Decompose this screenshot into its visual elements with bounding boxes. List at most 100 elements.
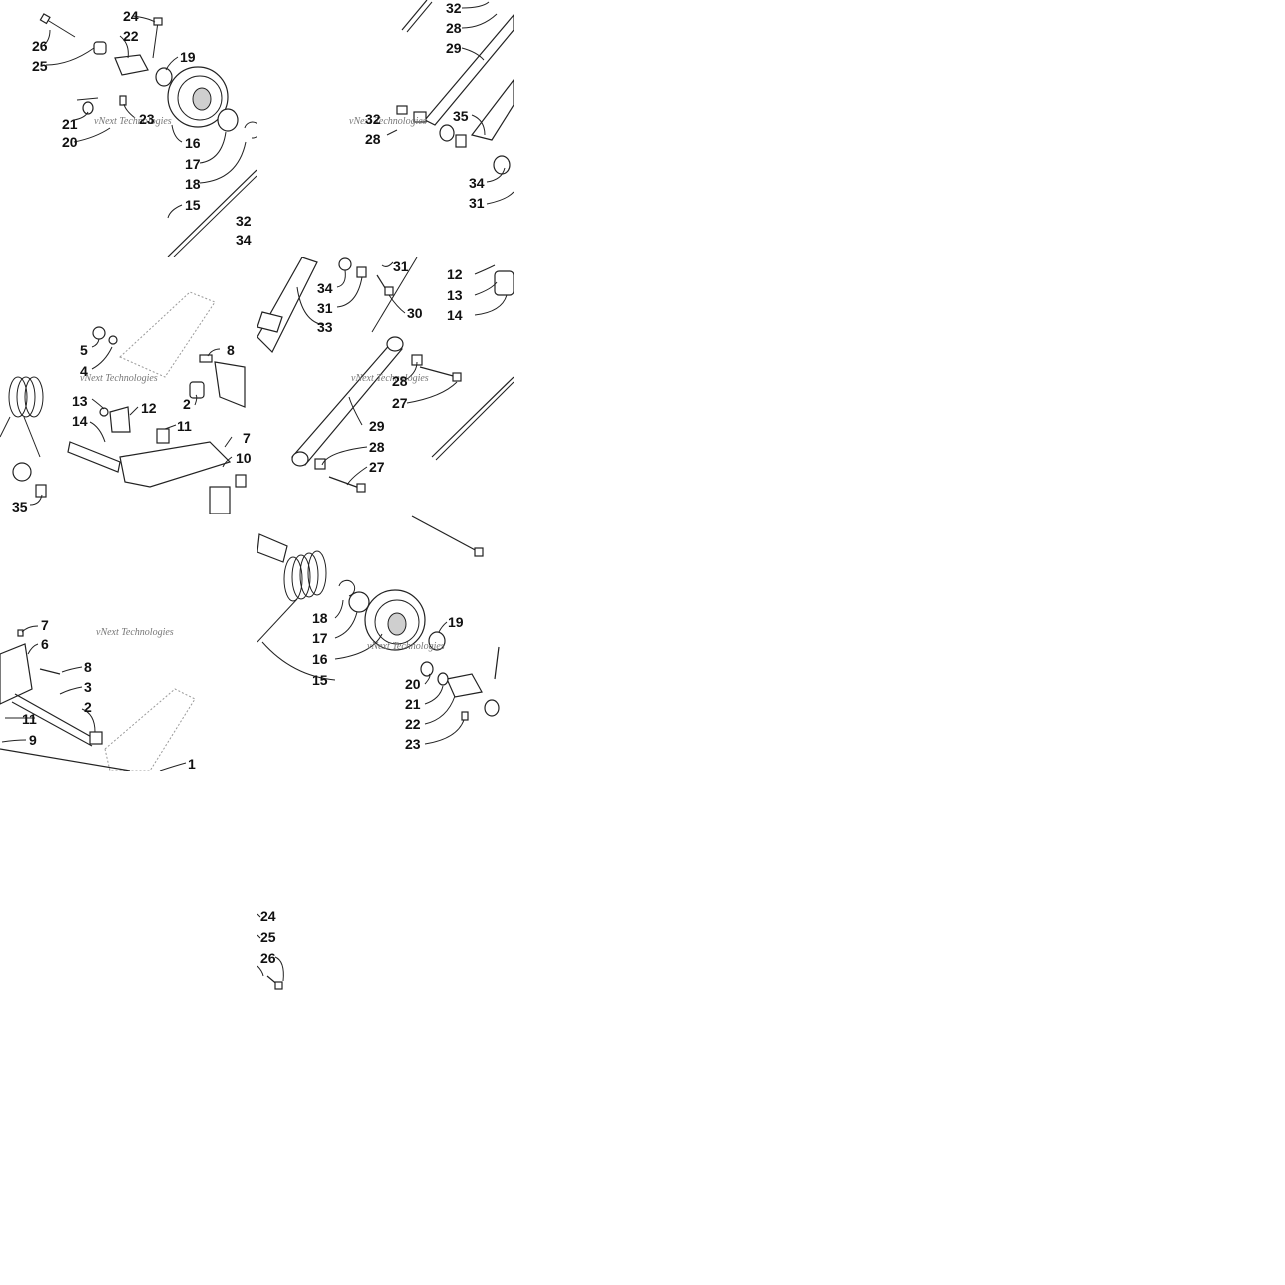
part-number-label: 14 xyxy=(447,307,463,323)
part-number-label: 12 xyxy=(141,400,157,416)
pin-part xyxy=(461,711,469,721)
diagram-tile-idler-wheel-lower: vNext Technologies 19 18 17 16 15 20 21 … xyxy=(257,514,514,771)
bolt-part xyxy=(39,668,61,675)
part-number-label: 17 xyxy=(185,156,201,172)
link-arm-part xyxy=(291,341,403,466)
rail-plate-part xyxy=(104,688,196,771)
part-number-label: 14 xyxy=(72,413,88,429)
diagram-tile-pivot-arm-left: vNext Technologies 5 8 4 2 13 12 14 11 7… xyxy=(0,257,257,514)
bracket-part xyxy=(0,643,33,705)
part-number-label: 34 xyxy=(317,280,333,296)
shaft-part xyxy=(167,169,257,257)
part-number-label: 27 xyxy=(369,459,385,475)
part-number-label: 24 xyxy=(123,8,139,24)
bushing-part xyxy=(156,428,170,444)
bushing-part xyxy=(420,661,434,677)
part-number-label: 32 xyxy=(365,111,381,127)
part-number-label: 31 xyxy=(393,258,409,274)
diagram-tile-link-arm-upper: vNext Technologies 32 28 29 32 35 28 34 … xyxy=(257,0,514,257)
rod-part xyxy=(401,0,428,31)
axle-part xyxy=(67,441,121,473)
rod-part xyxy=(0,748,131,771)
watermark-text: vNext Technologies xyxy=(96,627,174,638)
part-number-label: 20 xyxy=(405,676,421,692)
watermark-text: vNext Technologies xyxy=(94,116,172,127)
bearing-part xyxy=(217,108,239,132)
pin-part xyxy=(119,95,127,106)
washer-part xyxy=(437,672,449,686)
part-number-label: 21 xyxy=(405,696,421,712)
part-number-label: 29 xyxy=(446,40,462,56)
part-number-label: 23 xyxy=(405,736,421,752)
part-number-label: 28 xyxy=(369,439,385,455)
part-number-label: 20 xyxy=(62,134,78,150)
tile-drawing: 24 25 26 xyxy=(257,908,284,990)
part-number-label: 16 xyxy=(185,135,201,151)
tile-drawing: vNext Technologies 5 8 4 2 13 12 14 11 7… xyxy=(0,291,252,514)
part-number-label: 8 xyxy=(227,342,235,358)
bearing-part xyxy=(12,462,32,482)
tile-drawing: vNext Technologies 7 6 8 3 2 11 9 1 xyxy=(0,617,196,771)
part-number-label: 18 xyxy=(185,176,201,192)
part-number-label: 32 xyxy=(446,0,462,16)
spacer-part xyxy=(455,134,467,148)
idler-wheel-part xyxy=(167,66,229,128)
part-number-label: 15 xyxy=(312,672,328,688)
watermark-text: vNext Technologies xyxy=(80,373,158,384)
part-number-label: 31 xyxy=(469,195,485,211)
torsion-spring-part xyxy=(0,376,44,458)
part-number-label: 29 xyxy=(369,418,385,434)
part-number-label: 32 xyxy=(236,213,252,229)
bumper-part xyxy=(494,270,514,296)
pin-part xyxy=(17,629,24,637)
snap-ring-part xyxy=(338,579,356,597)
part-number-label: 19 xyxy=(180,49,196,65)
part-number-label: 30 xyxy=(407,305,423,321)
part-number-label: 27 xyxy=(392,395,408,411)
part-number-label: 24 xyxy=(260,908,276,924)
part-number-label: 1 xyxy=(188,756,196,771)
part-number-label: 12 xyxy=(447,266,463,282)
bearing-part xyxy=(348,591,370,613)
idler-wheel-part xyxy=(364,589,426,651)
diagram-tile-bolt-detail: 24 25 26 xyxy=(257,771,514,1028)
part-number-label: 25 xyxy=(260,929,276,945)
spacer-part xyxy=(35,484,47,498)
washer-part xyxy=(99,407,109,417)
part-number-label: 33 xyxy=(317,319,333,335)
tile-drawing: vNext Technologies 19 18 17 16 15 20 21 … xyxy=(257,515,500,752)
bushing-part xyxy=(93,41,107,55)
pivot-arm-part xyxy=(119,441,232,488)
bolt-part xyxy=(39,13,76,38)
part-number-label: 8 xyxy=(84,659,92,675)
washer-part xyxy=(155,67,173,87)
watermark-text: vNext Technologies xyxy=(351,373,429,384)
shaft-part xyxy=(14,693,96,740)
spacer-part xyxy=(356,266,367,278)
torsion-spring-part xyxy=(257,550,327,643)
nut-part xyxy=(92,326,106,340)
bracket-part xyxy=(446,673,483,698)
watermark-text: vNext Technologies xyxy=(349,116,427,127)
spacer-part xyxy=(413,111,427,123)
part-number-label: 22 xyxy=(405,716,421,732)
link-arm-part xyxy=(424,14,514,126)
bracket-part xyxy=(114,54,149,76)
part-number-label: 31 xyxy=(317,300,333,316)
diagram-tile-idler-wheel-upper-left: vNext Technologies 24 26 22 25 19 21 23 … xyxy=(0,0,257,257)
snap-ring-part xyxy=(244,121,257,139)
part-number-label: 3 xyxy=(84,679,92,695)
bolt-part xyxy=(419,366,458,378)
bushing-part xyxy=(235,474,247,488)
part-number-label: 7 xyxy=(243,430,251,446)
tile-drawing: vNext Technologies 31 12 34 13 31 30 14 … xyxy=(257,257,514,493)
part-number-label: 34 xyxy=(469,175,485,191)
part-number-label: 25 xyxy=(32,58,48,74)
shock-absorber-part xyxy=(257,257,318,354)
part-number-label: 16 xyxy=(312,651,328,667)
part-number-label: 2 xyxy=(183,396,191,412)
bracket-part xyxy=(214,361,246,408)
diagram-tile-front-arm-lower: vNext Technologies 7 6 8 3 2 11 9 1 xyxy=(0,514,257,771)
bolt-part xyxy=(152,17,163,59)
part-number-label: 28 xyxy=(365,131,381,147)
